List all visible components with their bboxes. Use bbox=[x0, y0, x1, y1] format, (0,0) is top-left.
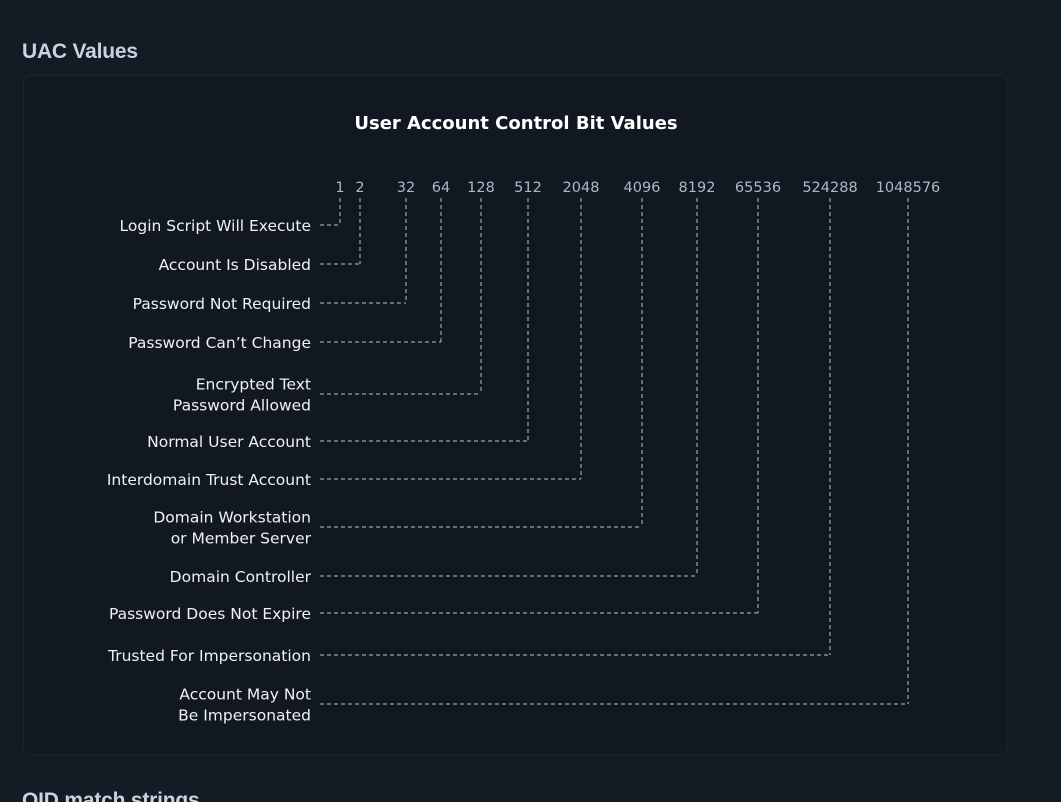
flag-label: Password Can’t Change bbox=[128, 334, 311, 352]
flag-label: or Member Server bbox=[171, 530, 312, 548]
flag-label: Trusted For Impersonation bbox=[107, 647, 311, 665]
flag-label: Domain Controller bbox=[170, 568, 312, 586]
flag-label: Password Allowed bbox=[173, 397, 311, 415]
flag-label: Login Script Will Execute bbox=[120, 217, 311, 235]
bit-value-label: 1 bbox=[335, 180, 344, 196]
bit-value-label: 524288 bbox=[802, 180, 857, 196]
bit-value-label: 32 bbox=[397, 180, 415, 196]
flag-label: Normal User Account bbox=[147, 433, 311, 451]
flag-label: Domain Workstation bbox=[153, 509, 311, 527]
section-title: UAC Values bbox=[22, 40, 138, 63]
diagram-title: User Account Control Bit Values bbox=[354, 113, 677, 134]
flag-label: Password Does Not Expire bbox=[109, 605, 311, 623]
next-section-title: OID match strings bbox=[22, 789, 200, 802]
bit-value-label: 2 bbox=[355, 180, 364, 196]
bit-value-label: 64 bbox=[432, 180, 450, 196]
flag-label: Account May Not bbox=[179, 686, 311, 704]
bit-value-label: 1048576 bbox=[876, 180, 941, 196]
flag-label: Be Impersonated bbox=[178, 707, 311, 725]
bit-value-label: 65536 bbox=[735, 180, 781, 196]
flag-label: Interdomain Trust Account bbox=[107, 471, 311, 489]
bit-value-label: 2048 bbox=[563, 180, 600, 196]
bit-value-label: 512 bbox=[514, 180, 542, 196]
bit-value-label: 128 bbox=[467, 180, 495, 196]
flag-label: Encrypted Text bbox=[196, 376, 311, 394]
flag-label: Account Is Disabled bbox=[159, 256, 311, 274]
bit-value-label: 4096 bbox=[624, 180, 661, 196]
bit-value-label: 8192 bbox=[679, 180, 716, 196]
diagram-card bbox=[23, 75, 1007, 755]
flag-label: Password Not Required bbox=[133, 295, 311, 313]
